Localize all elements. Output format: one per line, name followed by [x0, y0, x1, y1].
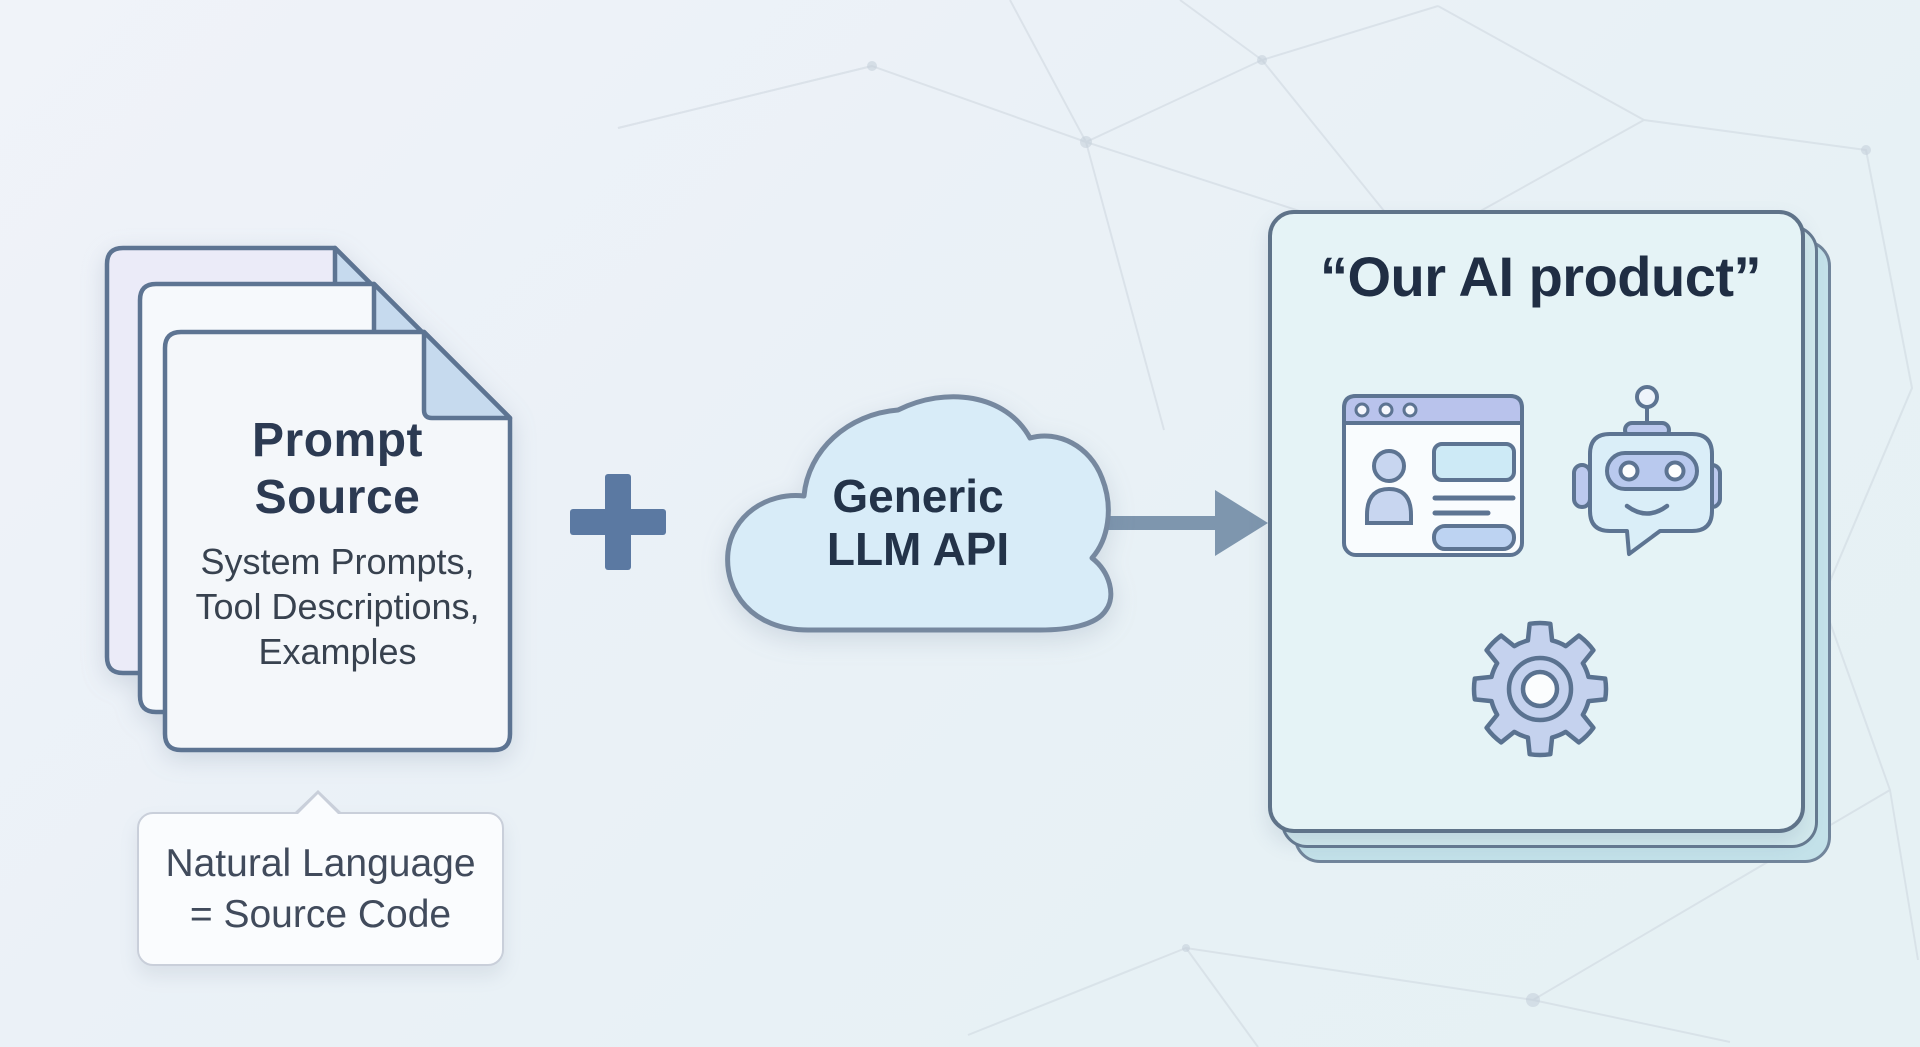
cloud-icon — [725, 394, 1114, 633]
ai-product-card-front: “Our AI product” — [1268, 210, 1805, 833]
prompt-source-title: Prompt Source — [252, 414, 423, 524]
cloud-label-line: Generic — [832, 470, 1004, 522]
prompt-source-item: Examples — [258, 631, 417, 672]
gear-icon — [1471, 620, 1609, 758]
natural-language-callout: Natural Language = Source Code — [137, 790, 504, 966]
browser-window-icon — [1342, 394, 1524, 557]
prompt-source-text: Prompt Source System Prompts, Tool Descr… — [165, 412, 510, 674]
document-stack-icon — [104, 245, 513, 753]
callout-line: = Source Code — [189, 893, 452, 936]
prompt-source-items: System Prompts, Tool Descriptions, Examp… — [165, 539, 510, 674]
llm-api-cloud — [706, 368, 1130, 654]
ai-product-card: “Our AI product” — [1268, 210, 1861, 890]
prompt-source-document-stack — [95, 238, 525, 768]
chatbot-icon — [1572, 385, 1722, 556]
callout-line: Natural Language — [165, 842, 476, 885]
prompt-source-item: Tool Descriptions, — [195, 586, 480, 627]
ai-product-title: “Our AI product” — [1319, 245, 1762, 308]
arrow-right-icon — [1101, 490, 1268, 556]
cloud-label: Generic LLM API — [706, 470, 1130, 576]
prompt-source-item: System Prompts, — [200, 541, 475, 582]
plus-icon — [570, 474, 666, 570]
cloud-label-line: LLM API — [826, 523, 1010, 575]
